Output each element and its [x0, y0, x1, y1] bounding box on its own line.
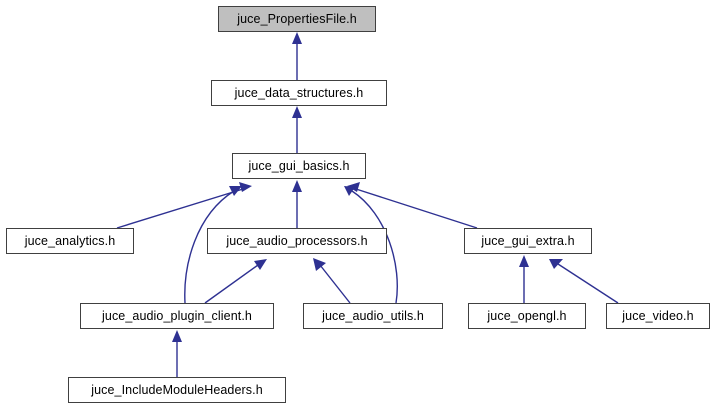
- graph-edge-video-to-gui_extra: [557, 263, 619, 304]
- graph-node-properties_file[interactable]: juce_PropertiesFile.h: [218, 6, 376, 32]
- graph-node-label-audio_plugin_client: juce_audio_plugin_client.h: [102, 309, 252, 323]
- graph-node-audio_processors[interactable]: juce_audio_processors.h: [207, 228, 387, 254]
- graph-node-label-audio_processors: juce_audio_processors.h: [226, 234, 368, 248]
- graph-node-label-opengl: juce_opengl.h: [487, 309, 567, 323]
- graph-node-data_structures[interactable]: juce_data_structures.h: [211, 80, 387, 106]
- graph-node-include_module_headers[interactable]: juce_IncludeModuleHeaders.h: [68, 377, 286, 403]
- graph-arrowhead-audio_plugin_client-to-gui_basics: [229, 186, 242, 196]
- graph-arrowhead-gui_basics-to-data_structures: [292, 106, 302, 118]
- graph-edge-audio_plugin_client-to-audio_processors: [204, 264, 259, 304]
- graph-node-label-audio_utils: juce_audio_utils.h: [322, 309, 424, 323]
- graph-node-label-data_structures: juce_data_structures.h: [234, 86, 364, 100]
- graph-arrowhead-analytics-to-gui_basics: [239, 182, 252, 192]
- graph-arrowhead-audio_utils-to-audio_processors: [313, 258, 326, 271]
- graph-node-label-include_module_headers: juce_IncludeModuleHeaders.h: [91, 383, 263, 397]
- graph-edge-audio_utils-to-gui_basics: [351, 190, 398, 304]
- graph-arrowhead-audio_plugin_client-to-audio_processors: [254, 259, 267, 270]
- graph-node-label-analytics: juce_analytics.h: [24, 234, 116, 248]
- graph-arrowhead-data_structures-to-properties_file: [292, 32, 302, 44]
- graph-node-gui_basics[interactable]: juce_gui_basics.h: [232, 153, 366, 179]
- graph-node-video[interactable]: juce_video.h: [606, 303, 710, 329]
- graph-node-label-video: juce_video.h: [622, 309, 694, 323]
- graph-arrowhead-video-to-gui_extra: [549, 259, 563, 269]
- graph-node-audio_plugin_client[interactable]: juce_audio_plugin_client.h: [80, 303, 274, 329]
- graph-edge-audio_plugin_client-to-gui_basics: [184, 190, 235, 304]
- graph-arrowhead-opengl-to-gui_extra: [519, 255, 529, 267]
- graph-node-gui_extra[interactable]: juce_gui_extra.h: [464, 228, 592, 254]
- graph-node-label-properties_file: juce_PropertiesFile.h: [237, 12, 357, 26]
- graph-node-analytics[interactable]: juce_analytics.h: [6, 228, 134, 254]
- graph-edge-audio_utils-to-audio_processors: [319, 264, 351, 304]
- graph-arrowhead-audio_utils-to-gui_basics: [344, 186, 355, 196]
- graph-node-audio_utils[interactable]: juce_audio_utils.h: [303, 303, 443, 329]
- graph-arrowhead-audio_processors-to-gui_basics: [292, 180, 302, 192]
- graph-node-opengl[interactable]: juce_opengl.h: [468, 303, 586, 329]
- graph-edge-analytics-to-gui_basics: [116, 188, 244, 229]
- graph-node-label-gui_extra: juce_gui_extra.h: [481, 234, 575, 248]
- graph-node-label-gui_basics: juce_gui_basics.h: [248, 159, 350, 173]
- graph-arrowhead-include_module_headers-to-audio_plugin_client: [172, 330, 182, 342]
- graph-edge-gui_extra-to-gui_basics: [355, 188, 478, 229]
